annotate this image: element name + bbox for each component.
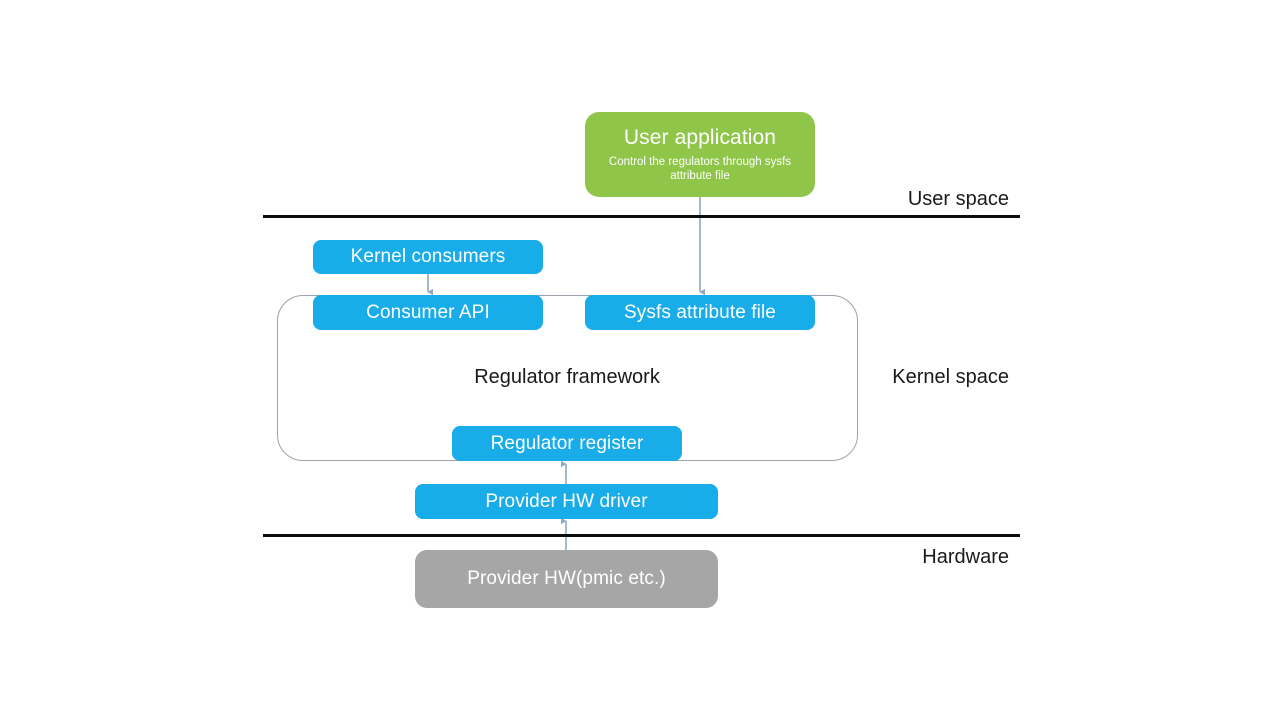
- divider-hardware: [263, 534, 1020, 537]
- node-consumer-api[interactable]: Consumer API: [313, 295, 543, 330]
- node-regulator-register-title: Regulator register: [490, 432, 644, 454]
- node-provider-hw[interactable]: Provider HW(pmic etc.): [415, 550, 718, 608]
- regulator-framework-label: Regulator framework: [474, 366, 660, 388]
- node-user-application[interactable]: User application Control the regulators …: [585, 112, 815, 197]
- node-provider-hw-driver-title: Provider HW driver: [485, 490, 648, 512]
- node-user-application-title: User application: [623, 125, 777, 149]
- node-consumer-api-title: Consumer API: [366, 301, 490, 323]
- node-user-application-subtitle: Control the regulators through sysfs att…: [608, 155, 792, 183]
- node-kernel-consumers-title: Kernel consumers: [350, 246, 506, 268]
- node-regulator-register[interactable]: Regulator register: [452, 426, 682, 461]
- node-sysfs-attribute-file[interactable]: Sysfs attribute file: [585, 295, 815, 330]
- zone-label-hardware: Hardware: [922, 546, 1009, 568]
- node-provider-hw-driver[interactable]: Provider HW driver: [415, 484, 718, 519]
- zone-label-kernel-space: Kernel space: [892, 366, 1009, 388]
- zone-label-user-space: User space: [907, 188, 1009, 210]
- node-sysfs-attribute-file-title: Sysfs attribute file: [624, 301, 776, 323]
- divider-user-space: [263, 215, 1020, 218]
- node-provider-hw-title: Provider HW(pmic etc.): [467, 568, 666, 590]
- node-kernel-consumers[interactable]: Kernel consumers: [313, 240, 543, 274]
